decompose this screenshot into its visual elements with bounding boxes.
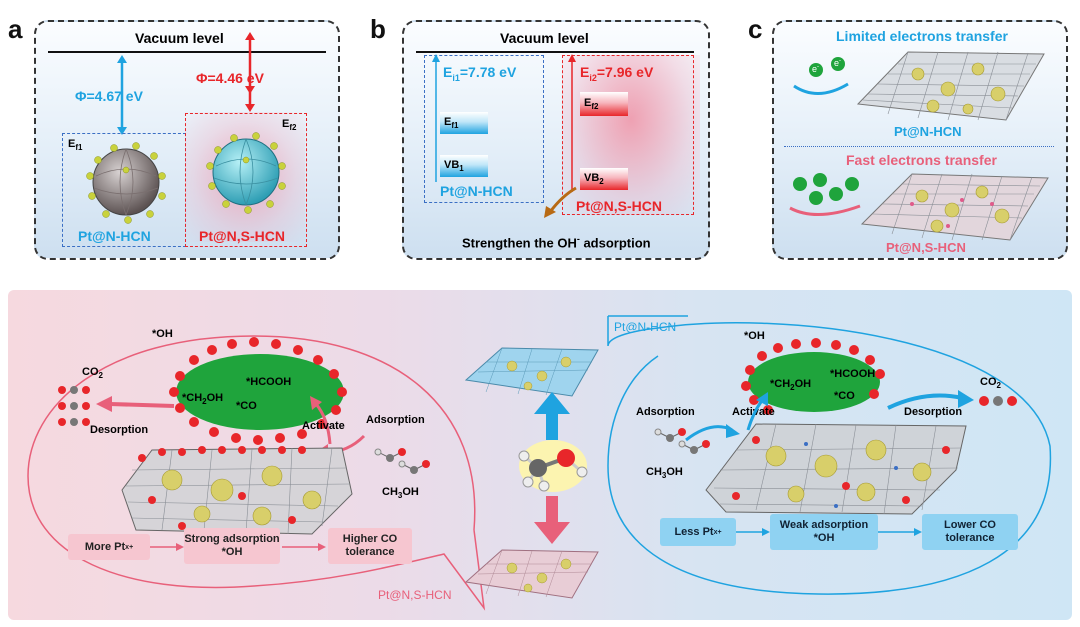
panel-label-a: a	[8, 14, 23, 44]
vacuum-level-line-b	[416, 51, 694, 53]
panel-a-label-pt-ns-hcn: Pt@N,S-HCN	[199, 228, 285, 244]
left-co2-label: CO2	[82, 366, 103, 381]
panel-c-top-label: Pt@N-HCN	[894, 124, 962, 139]
right-desorption-label: Desorption	[904, 406, 963, 418]
strengthen-caption: Strengthen the OH- adsorption	[462, 234, 651, 251]
left-flow-strong-adsorption: Strong adsorption *OH	[184, 528, 280, 564]
left-ch2oh-label: *CH2OH	[182, 392, 224, 407]
right-flow-arrow-1	[736, 528, 770, 536]
right-flow-arrow-2	[878, 528, 922, 536]
vb2-level-label: VB2	[584, 172, 604, 187]
left-green-oval	[169, 337, 347, 445]
center-methanol	[518, 440, 588, 492]
left-flow-higher-co: Higher CO tolerance	[328, 528, 412, 564]
left-oh-label: *OH	[152, 328, 173, 340]
vb1-level-bar	[440, 155, 488, 177]
ei1-label: Ei1=7.78 eV	[443, 64, 517, 83]
left-catalyst-label: Pt@N,S-HCN	[378, 588, 452, 602]
right-co2-molecule	[979, 396, 1017, 406]
ef2-level-label: Ef2	[584, 97, 599, 112]
panel-c-bottom-label: Pt@N,S-HCN	[886, 240, 966, 255]
right-adsorption-arrow	[685, 424, 740, 442]
right-adsorption-label: Adsorption	[636, 406, 695, 418]
phi1-label: Φ=4.67 eV	[75, 88, 143, 104]
left-bubble-outline	[27, 335, 486, 611]
right-ch3oh-label: CH3OH	[646, 466, 683, 481]
vacuum-level-line-a	[48, 51, 326, 53]
panel-label-c: c	[748, 14, 763, 44]
center-up-arrow	[534, 392, 570, 440]
panel-c-top-e2: e-	[834, 58, 842, 68]
right-co2-label: CO2	[980, 376, 1001, 391]
ei2-label: Ei2=7.96 eV	[580, 64, 654, 83]
panel-b-label-pt-n-hcn: Pt@N-HCN	[440, 183, 513, 199]
left-ch3oh-label: CH3OH	[382, 486, 419, 501]
panel-label-b: b	[370, 14, 386, 44]
ef2-label: Ef2	[282, 118, 297, 133]
right-flow-weak-adsorption: Weak adsorption *OH	[770, 514, 878, 550]
right-co-label: *CO	[834, 390, 855, 402]
phi1-arrow	[117, 55, 127, 135]
right-catalyst-label: Pt@N-HCN	[614, 320, 677, 334]
left-ch3oh-molecules	[374, 448, 430, 474]
ef1-label: Ef1	[68, 138, 83, 153]
left-flow-arrow-2	[282, 543, 326, 551]
left-co2-molecules	[58, 386, 90, 426]
left-hcooh-label: *HCOOH	[246, 376, 292, 388]
left-activate-label: Activate	[302, 420, 345, 432]
ef1-level-label: Ef1	[444, 116, 459, 131]
panel-c-bottom-electrons	[789, 173, 861, 217]
right-graphene-sheet	[705, 423, 967, 515]
left-adsorption-label: Adsorption	[366, 414, 425, 426]
ei2-arrow	[568, 54, 576, 192]
right-ch3oh-molecules	[654, 428, 710, 454]
pt-n-hcn-sphere	[86, 142, 166, 224]
left-co-label: *CO	[236, 400, 257, 412]
right-activate-arrow	[746, 392, 768, 431]
ei1-arrow	[432, 54, 440, 182]
right-green-oval	[741, 338, 885, 415]
left-desorption-label: Desorption	[90, 424, 149, 436]
center-down-arrow	[534, 496, 570, 544]
vacuum-level-label-b: Vacuum level	[500, 30, 589, 46]
panel-c-bottom-title: Fast electrons transfer	[846, 152, 997, 168]
ei1-box	[424, 55, 544, 203]
vacuum-level-label-a: Vacuum level	[135, 30, 224, 46]
right-ch2oh-label: *CH2OH	[770, 378, 812, 393]
strengthen-arrow	[544, 186, 577, 218]
ei2-box	[562, 55, 694, 215]
pt-ns-hcn-sphere	[206, 132, 286, 214]
ef2-box	[185, 113, 307, 247]
center-top-sheet	[464, 347, 599, 397]
right-flow-lower-co: Lower CO tolerance	[922, 514, 1018, 550]
right-oh-label: *OH	[744, 330, 765, 342]
ef2-level-bar	[580, 92, 628, 116]
vb2-level-bar	[580, 168, 628, 190]
panel-c-top-electrons	[793, 57, 849, 95]
left-graphene-sheet	[121, 446, 353, 535]
right-desorption-arrow	[887, 390, 974, 410]
panel-c-divider	[784, 146, 1054, 147]
phi2-arrow	[245, 32, 255, 94]
panel-c-top-e1: e-	[812, 64, 820, 74]
left-activate-arrow	[310, 396, 332, 445]
ef1-level-bar	[440, 112, 488, 134]
panel-b-label-pt-ns-hcn: Pt@N,S-HCN	[576, 198, 662, 214]
panel-c-top-sheet	[856, 51, 1045, 121]
left-flow-arrow-1	[150, 543, 184, 551]
phi2-arrow-lower	[245, 92, 255, 112]
phi2-label: Φ=4.46 eV	[196, 70, 264, 86]
panel-c-top-title: Limited electrons transfer	[836, 28, 1008, 44]
right-hcooh-label: *HCOOH	[830, 368, 876, 380]
vb1-level-label: VB1	[444, 159, 464, 174]
right-bubble-outline	[607, 315, 1052, 595]
center-bottom-sheet	[464, 549, 599, 599]
left-desorption-arrow	[96, 396, 175, 412]
panel-a-label-pt-n-hcn: Pt@N-HCN	[78, 228, 151, 244]
panel-c-bottom-sheet	[860, 173, 1049, 241]
